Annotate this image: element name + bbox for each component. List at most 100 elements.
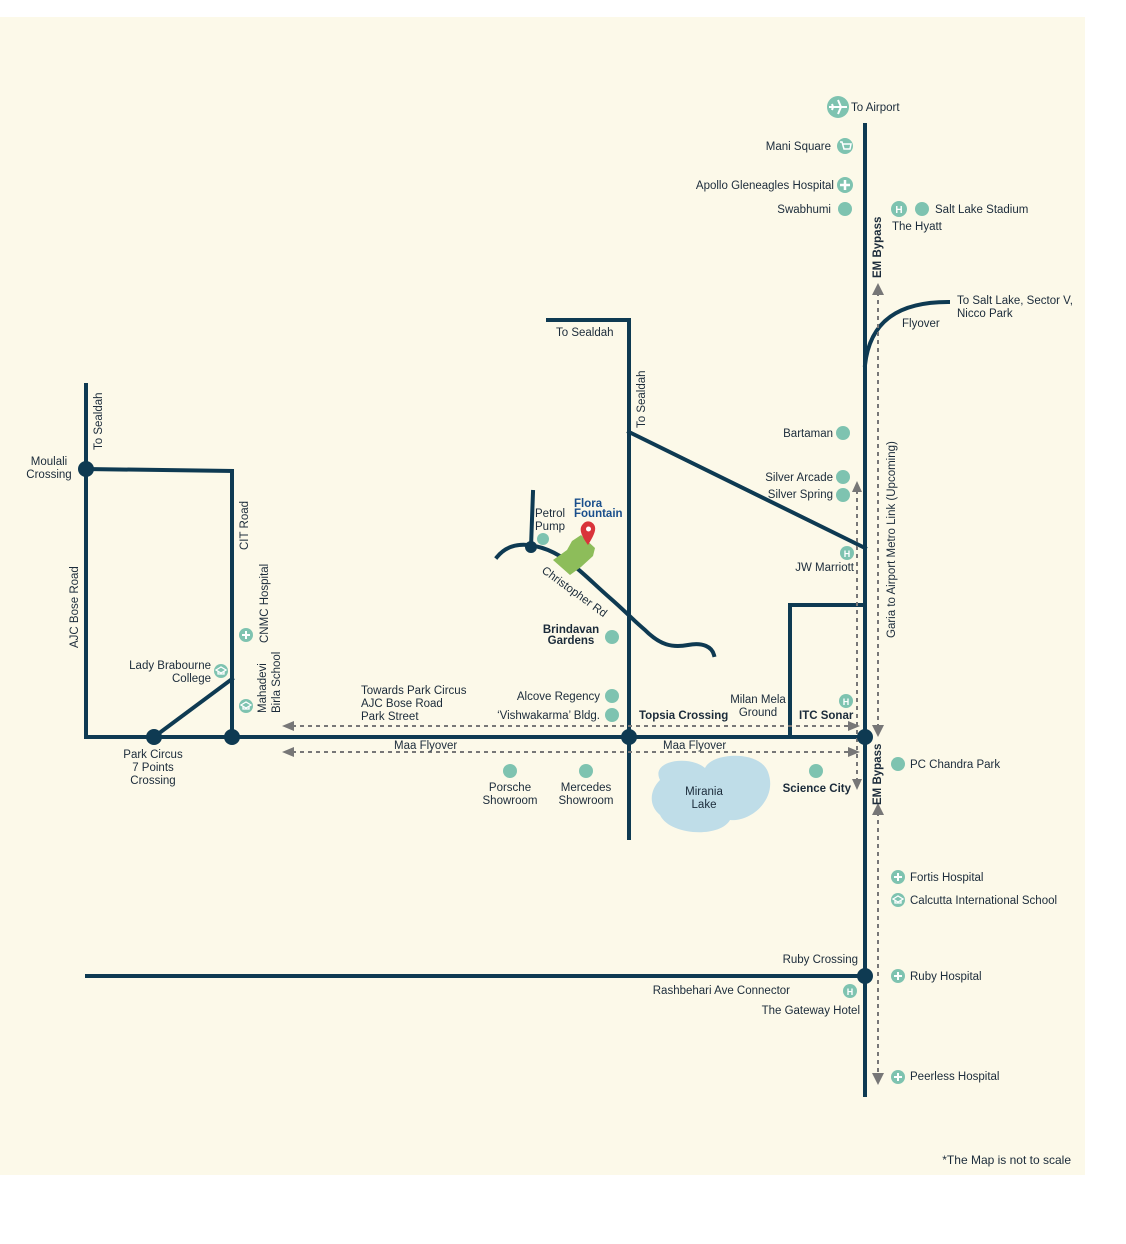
- silver-spring-label: Silver Spring: [768, 489, 833, 501]
- maa-flyover-arrow-left: [282, 747, 294, 757]
- svg-text:H: H: [843, 697, 850, 707]
- project-site: [553, 535, 595, 575]
- mercedes-showroom-dot-icon: [579, 764, 593, 778]
- fortis-label: Fortis Hospital: [910, 872, 984, 884]
- metro-link-arrow-down: [872, 725, 884, 737]
- scale-note: *The Map is not to scale: [942, 1153, 1071, 1167]
- bartaman-label: Bartaman: [783, 428, 833, 440]
- towards-park-street-label: Park Street: [361, 711, 419, 723]
- cross-icon: [891, 1070, 905, 1084]
- h-icon: H: [891, 201, 907, 217]
- silver-arcade-dot-icon: [836, 470, 850, 484]
- gateway-hotel-label: The Gateway Hotel: [762, 1005, 860, 1017]
- svg-text:H: H: [895, 205, 902, 216]
- metro-link-arrow-up-lower: [872, 803, 884, 815]
- salt-lake-stadium-label: Salt Lake Stadium: [935, 204, 1028, 216]
- metro-link-arrow-down-lower: [872, 1073, 884, 1085]
- metro-link-arrow-up: [872, 283, 884, 295]
- park-circus-crossing-label: Crossing: [130, 775, 175, 787]
- ruby-hospital-label: Ruby Hospital: [910, 971, 982, 983]
- pump-label: Pump: [535, 521, 565, 533]
- mirania-lake: [651, 755, 771, 833]
- silver-arcade-arrow-up: [852, 481, 862, 492]
- park-circus-diagonal-road: [151, 676, 235, 740]
- cnmc-hospital-label: CNMC Hospital: [259, 564, 271, 643]
- salt-lake-flyover-road: [862, 299, 951, 368]
- dashed-routes: [282, 283, 884, 1085]
- silver-spring-dot-icon: [836, 488, 850, 502]
- diagonal-road: [626, 429, 868, 551]
- moulali-connector-road: [83, 466, 235, 474]
- moulali-crossing-label: Crossing: [26, 469, 71, 481]
- cross-icon: [239, 628, 253, 642]
- christopher-rd-label: Christopher Rd: [539, 565, 609, 620]
- swabhumi-label: Swabhumi: [777, 204, 831, 216]
- lady-brabourne-college-label: College: [172, 673, 211, 685]
- to-airport-label: To Airport: [851, 102, 900, 114]
- poi-markers: H H H: [214, 96, 929, 1084]
- peerless-label: Peerless Hospital: [910, 1071, 999, 1083]
- science-city-dot-icon: [809, 764, 823, 778]
- sealdah-road-top: [546, 318, 631, 840]
- mercedes-showroom-label: Showroom: [559, 795, 614, 807]
- porsche-label: Porsche: [489, 782, 531, 794]
- nicco-park-label: Nicco Park: [957, 308, 1013, 320]
- metro-link-label: Garia to Airport Metro Link (Upcoming): [886, 441, 898, 638]
- alcove-regency-dot-icon: [605, 689, 619, 703]
- silver-arcade-label: Silver Arcade: [765, 472, 833, 484]
- towards-park-circus-label: Towards Park Circus: [361, 685, 467, 697]
- svg-text:H: H: [847, 987, 854, 997]
- topsia-crossing-node: [621, 729, 637, 745]
- rashbehari-label: Rashbehari Ave Connector: [653, 985, 790, 997]
- cit-road-node: [224, 729, 240, 745]
- ruby-crossing-node: [857, 968, 873, 984]
- park-circus-label: Park Circus: [123, 749, 183, 761]
- cross-icon: [891, 969, 905, 983]
- milan-mela-label: Milan Mela: [730, 694, 786, 706]
- bartaman-dot-icon: [836, 426, 850, 440]
- vishwakarma-dot-icon: [605, 708, 619, 722]
- itc-sonar-label: ITC Sonar: [799, 710, 854, 722]
- petrol-pump-dot-icon: [537, 533, 549, 545]
- milan-mela-loop-road: [788, 603, 867, 739]
- to-sealdah-left-label: To Sealdah: [93, 392, 105, 450]
- porsche-showroom-label: Showroom: [483, 795, 538, 807]
- swabhumi-dot-icon: [838, 202, 852, 216]
- moulali-label: Moulali: [31, 456, 67, 468]
- birla-school-label: Birla School: [271, 652, 283, 713]
- mortarboard-icon: [891, 893, 905, 907]
- the-hyatt-label: The Hyatt: [892, 221, 943, 233]
- mirania-label: Mirania: [685, 786, 723, 798]
- cross-icon: [837, 177, 853, 193]
- pc-chandra-park-label: PC Chandra Park: [910, 759, 1000, 771]
- fountain-label: Fountain: [574, 508, 623, 520]
- cross-icon: [891, 870, 905, 884]
- maa-flyover-left-label: Maa Flyover: [394, 740, 457, 752]
- brindavan-label: Brindavan: [543, 624, 599, 636]
- seven-points-label: 7 Points: [132, 762, 174, 774]
- christopher-road: [494, 542, 717, 658]
- maa-flyover-arrow-right: [848, 747, 860, 757]
- roads: [83, 123, 951, 1097]
- park-circus-node: [146, 729, 162, 745]
- alcove-regency-label: Alcove Regency: [517, 691, 600, 703]
- porsche-showroom-dot-icon: [503, 764, 517, 778]
- to-salt-lake-label: To Salt Lake, Sector V,: [957, 295, 1073, 307]
- pc-chandra-park-dot-icon: [891, 757, 905, 771]
- vishwakarma-label: ‘Vishwakarma’ Bldg.: [497, 710, 600, 722]
- mortarboard-icon: [239, 699, 253, 713]
- petrol-pump-road: [528, 489, 536, 550]
- topsia-crossing-label: Topsia Crossing: [639, 710, 728, 722]
- salt-lake-stadium-dot-icon: [915, 202, 929, 216]
- labels: To Airport Mani Square Apollo Gleneagles…: [26, 102, 1073, 1167]
- brindavan-gardens-dot-icon: [605, 630, 619, 644]
- h-icon: H: [843, 984, 857, 998]
- petrol-pump-node: [525, 541, 537, 553]
- park-circus-arrow-left: [282, 721, 294, 731]
- svg-text:H: H: [844, 549, 851, 559]
- h-icon: H: [840, 546, 854, 560]
- cart-icon: [837, 138, 853, 154]
- junctions: [78, 461, 873, 984]
- ajc-bose-road-label: AJC Bose Road: [69, 566, 81, 648]
- maa-flyover-right-label: Maa Flyover: [663, 740, 726, 752]
